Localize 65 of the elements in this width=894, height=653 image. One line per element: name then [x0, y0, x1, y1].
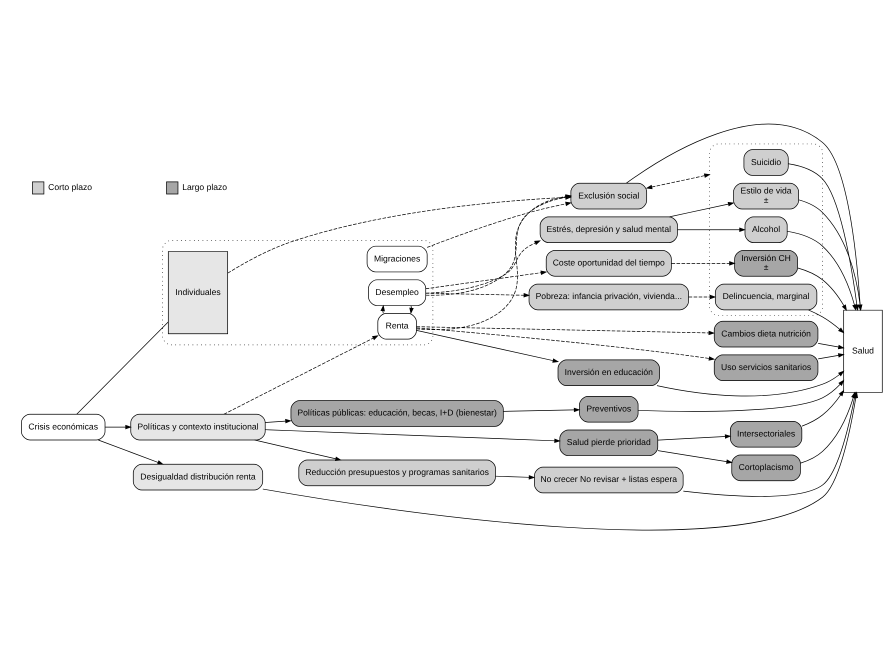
arrow	[98, 439, 164, 464]
arrow	[677, 227, 746, 232]
arrow	[426, 240, 541, 294]
arrow	[503, 407, 580, 412]
node-box: Desempleo	[368, 278, 426, 306]
arrow	[656, 370, 844, 396]
cluster	[162, 240, 434, 345]
node-box: Migraciones	[366, 245, 428, 272]
arrow	[802, 389, 844, 426]
arrow	[688, 294, 716, 299]
arrow	[254, 439, 342, 460]
arrow	[818, 352, 845, 359]
node-box: Desigualdad distribución renta	[132, 463, 264, 490]
node-box: Inversión CH ±	[734, 250, 798, 276]
node-box: Pobreza: infancia privación, vivienda...	[528, 283, 689, 310]
legend-label: Corto plazo	[48, 182, 92, 192]
arrow	[818, 342, 845, 349]
arrow	[646, 172, 711, 189]
node-box: Salud	[843, 309, 883, 392]
arrow	[658, 450, 733, 464]
node-box: Uso servicios sanitarios	[714, 354, 818, 380]
node-box: Suicidio	[744, 148, 789, 176]
node-box: Crisis económicas	[21, 413, 106, 440]
arrow	[425, 270, 548, 289]
arrow	[495, 474, 536, 480]
arrow	[227, 194, 572, 273]
node-box: Inversión en educación	[558, 359, 660, 386]
arrow	[380, 304, 385, 314]
legend-label: Largo plazo	[182, 182, 228, 192]
node-box: No crecer No revisar + listas espera	[534, 466, 684, 493]
arrow	[426, 201, 572, 248]
node-box: Estilo de vida ±	[733, 182, 799, 209]
arrow	[671, 260, 736, 266]
node-box: Reducción presupuestos y programas sanitarios	[298, 459, 496, 486]
node-box: Renta	[377, 312, 417, 339]
node-box: Coste oportunidad del tiempo	[546, 250, 672, 276]
node-box: Políticas públicas: educación, becas, I+D (bienestar)	[290, 400, 504, 426]
node-box: Preventivos	[579, 396, 638, 422]
arrow	[426, 194, 572, 296]
arrow	[416, 326, 716, 335]
arrow	[416, 330, 560, 362]
arrow	[416, 194, 572, 330]
arrow	[425, 292, 530, 297]
arrow	[797, 267, 847, 311]
node-box: Individuales	[168, 250, 228, 334]
arrow	[808, 309, 844, 333]
node-box: Estrés, depresión y salud mental	[540, 216, 678, 242]
node-box: Delincuencia, marginal	[714, 283, 818, 310]
node-box: Políticas y contexto institucional	[130, 413, 266, 440]
arrow	[224, 334, 379, 414]
node-box: Intersectoriales	[730, 420, 802, 447]
arrow	[668, 201, 734, 217]
arrow	[786, 230, 857, 310]
arrow	[409, 304, 414, 314]
node-box: Alcohol	[744, 216, 788, 242]
arrow	[658, 434, 732, 440]
arrow	[638, 379, 844, 412]
arrow	[416, 326, 716, 360]
arrow	[264, 428, 561, 443]
node-box: Cambios dieta nutrición	[714, 320, 818, 347]
node-box: Cortoplacismo	[731, 454, 801, 481]
node-box: Exclusión social	[570, 182, 648, 209]
node-box: Salud pierde prioridad	[559, 429, 658, 456]
arrow	[265, 418, 292, 423]
arrow	[104, 424, 132, 429]
